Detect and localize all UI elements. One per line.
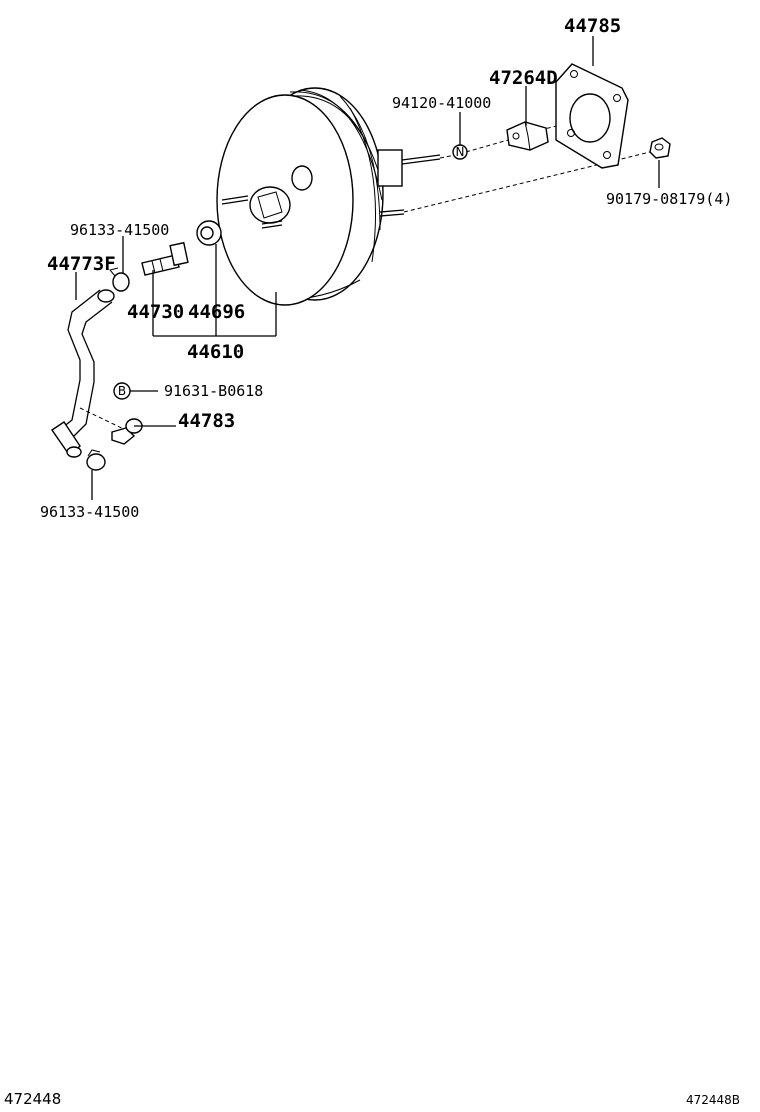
label-96133-bottom: 96133-41500 (40, 503, 139, 521)
vacuum-hose (51, 289, 115, 458)
label-96133-top: 96133-41500 (70, 221, 169, 239)
label-91631: 91631-B0618 (164, 382, 263, 400)
clevis-bracket (506, 121, 549, 151)
label-44730: 44730 (127, 301, 184, 323)
marker-n-icon: N (452, 144, 468, 160)
footer-id-right: 472448B (686, 1093, 740, 1107)
svg-text:B: B (118, 384, 126, 398)
label-44696: 44696 (188, 301, 245, 323)
label-44785: 44785 (564, 15, 621, 37)
hose-clamp-top (109, 267, 130, 292)
svg-text:N: N (456, 145, 465, 159)
label-90179: 90179-08179(4) (606, 190, 732, 208)
label-44610: 44610 (187, 341, 244, 363)
flange-nut (649, 137, 671, 159)
label-44783: 44783 (178, 410, 235, 432)
marker-b-icon: B (113, 382, 131, 400)
label-44773f: 44773F (47, 253, 116, 275)
hose-clip (111, 418, 143, 445)
hose-clamp-bottom (86, 449, 106, 471)
grommet (196, 220, 222, 246)
brake-booster (216, 87, 441, 306)
check-valve (141, 241, 189, 276)
footer-id-left: 472448 (4, 1090, 61, 1108)
label-94120: 94120-41000 (392, 94, 491, 112)
label-47264d: 47264D (489, 67, 558, 89)
gasket-plate (555, 63, 629, 169)
